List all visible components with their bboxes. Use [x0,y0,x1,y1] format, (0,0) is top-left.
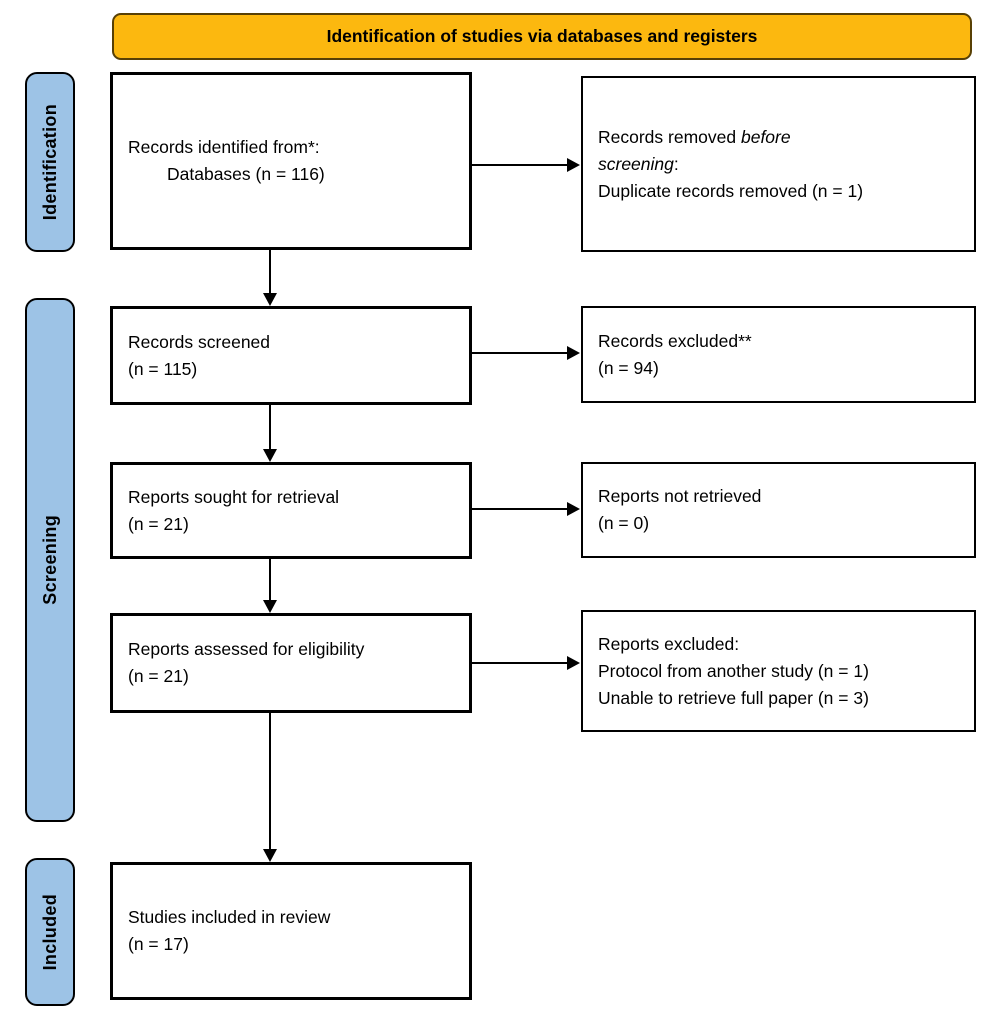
box-records-removed-before-screening: Records removed before screening: Duplic… [581,76,976,252]
box-line: Reports assessed for eligibility [128,639,365,659]
down-arrow-line-assessed-to-included [269,713,271,850]
box-line: Records excluded** [598,330,752,351]
box-records-screened: Records screened (n = 115) [110,306,472,405]
box-line: (n = 115) [128,358,198,379]
box-line: Unable to retrieve full paper (n = 3) [598,687,869,708]
box-line: screening: [598,153,679,174]
down-arrow-head-sought-to-assessed [262,600,277,613]
down-arrow-head-screened-to-sought [262,449,277,462]
down-arrow-head-assessed-to-included [262,849,277,862]
italic-text: before [740,126,791,147]
box-line: Records screened [128,331,271,352]
down-arrow-line-identified-to-screened [269,250,271,294]
right-arrow-head-identified-to-removed [567,158,580,172]
box-reports-sought: Reports sought for retrieval (n = 21) [110,462,472,559]
right-arrow-head-assessed-to-reports-excluded [567,656,580,670]
box-line: Records identified from*: [128,137,320,157]
header-banner: Identification of studies via databases … [112,13,972,60]
box-line: (n = 21) [128,513,189,534]
italic-text: screening [598,153,674,174]
box-line: (n = 0) [598,513,650,533]
right-arrow-line-assessed-to-reports-excluded [472,662,569,664]
header-title: Identification of studies via databases … [326,26,758,46]
box-line: Reports excluded: [598,633,740,654]
right-arrow-line-sought-to-not-retrieved [472,508,569,510]
down-arrow-line-screened-to-sought [269,405,271,450]
box-line: Reports sought for retrieval [128,486,340,507]
down-arrow-head-identified-to-screened [262,293,277,306]
box-reports-excluded: Reports excluded: Protocol from another … [581,610,976,732]
box-line: Protocol from another study (n = 1) [598,660,869,681]
box-reports-assessed: Reports assessed for eligibility (n = 21… [110,613,472,713]
stage-label-screening-text: Screening [39,515,60,605]
box-line: Reports not retrieved [598,486,762,506]
box-line: Records removed before [598,126,791,147]
box-line: (n = 21) [128,666,189,686]
stage-label-included-text: Included [39,893,60,971]
box-line: Databases (n = 116) [167,164,325,184]
box-line: Studies included in review [128,907,331,927]
right-arrow-head-sought-to-not-retrieved [567,502,580,516]
down-arrow-line-sought-to-assessed [269,559,271,601]
right-arrow-line-screened-to-excluded [472,352,569,354]
stage-label-identification: Identification [25,72,75,252]
stage-label-included: Included [25,858,75,1006]
right-arrow-line-identified-to-removed [472,164,569,166]
box-line: (n = 17) [128,934,189,954]
right-arrow-head-screened-to-excluded [567,346,580,360]
box-records-identified: Records identified from*: Databases (n =… [110,72,472,250]
box-studies-included: Studies included in review (n = 17) [110,862,472,1000]
stage-label-screening: Screening [25,298,75,822]
box-line: (n = 94) [598,357,659,378]
box-reports-not-retrieved: Reports not retrieved (n = 0) [581,462,976,558]
box-records-excluded: Records excluded** (n = 94) [581,306,976,403]
stage-label-identification-text: Identification [39,103,60,221]
box-line: Duplicate records removed (n = 1) [598,180,864,201]
